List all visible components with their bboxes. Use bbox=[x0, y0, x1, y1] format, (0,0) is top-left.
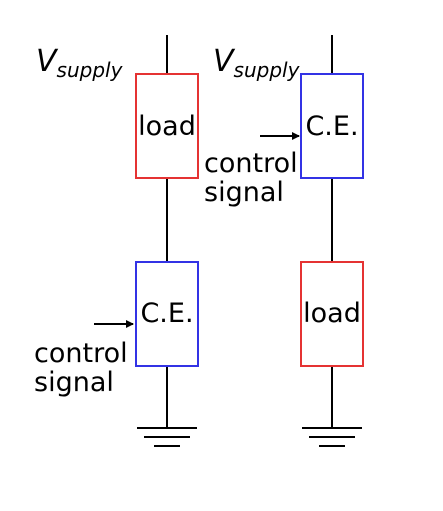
left-ce-label: C.E. bbox=[140, 298, 193, 329]
right-ground-symbol bbox=[302, 427, 362, 447]
left-load-label: load bbox=[138, 111, 196, 142]
right-ce-label: C.E. bbox=[305, 111, 358, 142]
left-load-box bbox=[135, 73, 199, 179]
right-ce-box bbox=[300, 73, 364, 179]
left-ground-symbol bbox=[137, 427, 197, 447]
right-supply-label: Vsupply bbox=[213, 44, 301, 82]
left-control-signal-label: control signal bbox=[34, 338, 136, 398]
left-signal-line1: control bbox=[34, 338, 128, 369]
right-load-box bbox=[300, 261, 364, 367]
right-control-signal-label: control signal bbox=[204, 148, 306, 208]
right-signal-line2: signal bbox=[204, 177, 284, 208]
left-supply-label: Vsupply bbox=[36, 44, 124, 82]
right-load-label: load bbox=[303, 298, 361, 329]
right-signal-line1: control bbox=[204, 148, 298, 179]
left-ce-box bbox=[135, 261, 199, 367]
left-circuit: Vsupply load C.E. control signal bbox=[34, 35, 199, 447]
left-signal-line2: signal bbox=[34, 367, 114, 398]
right-circuit: Vsupply C.E. load control signal bbox=[204, 35, 364, 447]
